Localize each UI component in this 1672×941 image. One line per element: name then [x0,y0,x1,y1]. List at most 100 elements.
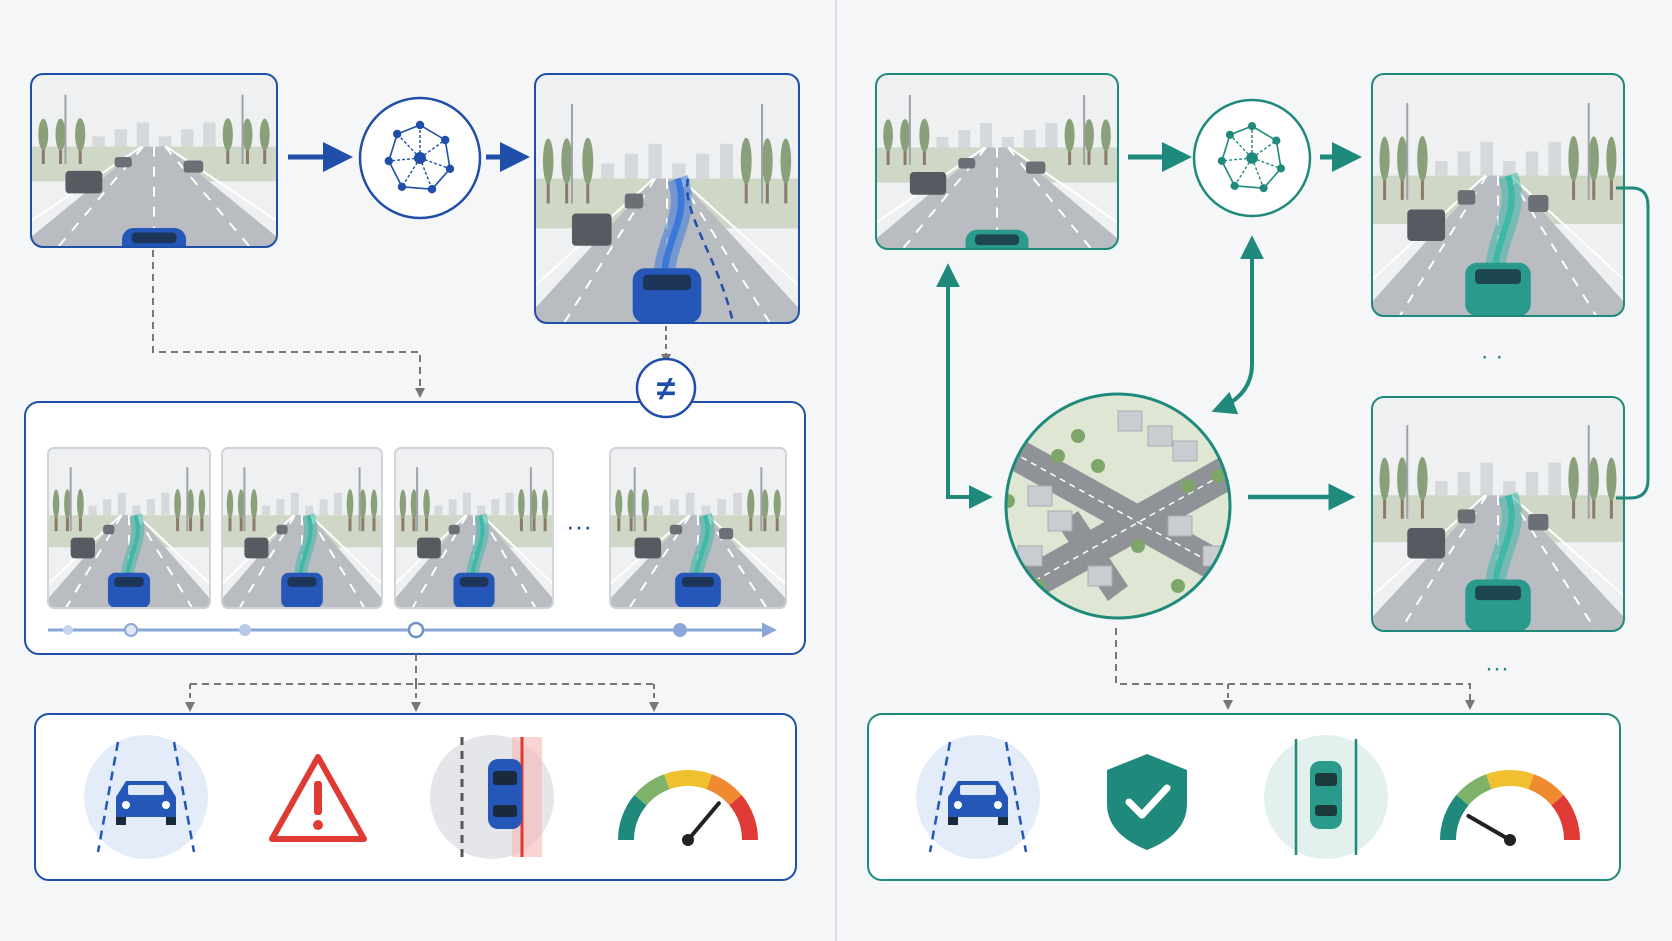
distant-building [462,492,471,516]
tree-crown [1084,119,1094,152]
sequence-frame [221,447,383,609]
tree-trunk [1420,170,1424,200]
metrics-left [84,735,758,859]
car-rear-glass [1315,805,1337,816]
other-car [448,524,460,535]
distant-building [276,499,285,516]
gauge-segment [706,774,742,806]
lane-marker [1004,741,1028,853]
other-car [1407,528,1446,559]
network-node [397,182,407,191]
lane-line [238,514,296,608]
tree-trunk [1592,490,1596,519]
tree-trunk [361,512,365,532]
distant-building [1503,161,1516,176]
gauge-needle [1466,814,1512,842]
other-car [624,193,644,209]
scene-content [876,74,1118,249]
tree-crown [250,488,258,520]
car-headlight [994,801,1002,809]
distant-building [181,129,194,147]
road-edge-line [1509,174,1624,281]
model-network-icon-right [1192,98,1312,218]
gauge-segment [1440,795,1469,841]
rollout-ellipsis-bottom: ··· [1485,655,1509,682]
gauge-segment [1486,770,1534,790]
distant-building [1045,123,1058,148]
car-headlight [954,801,962,809]
shield-check-icon [1107,754,1187,850]
dashed-connector-input-to-frames [152,250,425,398]
map-tree [1211,469,1225,483]
tree-trunk [263,143,267,164]
distant-building [1023,130,1036,148]
lane-line [308,514,366,608]
lane-departure-icon [430,735,554,859]
map-building [1047,510,1073,532]
distant-building [114,129,127,147]
tree-trunk [1383,490,1387,519]
predicted-scene-left [534,73,800,324]
lane-line [480,514,537,608]
car-roof-glass [1315,773,1337,786]
tree-crown [627,489,635,519]
lane-marker [928,741,952,853]
tree-trunk [1068,144,1072,165]
tree-trunk [200,512,204,532]
tree-crown [1379,457,1390,501]
frames-ellipsis: ··· [566,511,592,541]
tree-trunk [1087,144,1091,165]
road-edge-line [481,514,553,585]
ego-car-windshield [1475,585,1521,601]
scene-content [1372,74,1624,316]
road-edge-line [1509,494,1624,597]
distant-building [334,492,342,516]
tree-crown [1568,135,1579,182]
tree-trunk [78,143,82,164]
tree-crown [242,118,253,151]
tree-crown [226,489,234,519]
other-car [183,160,204,173]
scene-border [534,73,800,324]
mismatch-circle [635,357,697,419]
map-tree [1181,479,1195,493]
scene-border [47,447,211,609]
gauge-segment [729,795,758,841]
gauge-segment [1456,774,1492,806]
rollout-ellipsis-top: · · [1481,343,1504,370]
other-car [1407,209,1446,241]
network-edge [1263,167,1282,189]
road-edge-line [309,514,382,585]
car-windshield [960,785,996,795]
map-content [1006,394,1230,618]
tree-crown [1606,457,1617,501]
tree-trunk [519,512,523,532]
network-center-node [1246,152,1258,164]
tree-crown [1379,136,1390,181]
tree-trunk [532,512,536,532]
car-rear-glass [493,805,517,817]
tree-crown [561,138,573,185]
road-surface [876,147,1118,249]
tree-trunk [41,143,45,164]
network-edge [388,160,403,188]
ego-car-windshield [1475,269,1521,285]
tree-crown [1588,136,1599,182]
loop-arrow-model-map [1211,235,1264,415]
scene-border [875,73,1119,250]
network-edge [1221,160,1236,187]
network-edge [1221,134,1231,162]
distant-building [448,499,457,516]
tree-crown [222,118,233,151]
map-tree [1091,459,1105,473]
other-car [958,158,976,169]
other-car [1528,195,1549,212]
network-node [384,156,393,166]
tree-crown [900,119,910,152]
other-car [669,524,683,535]
scene-border [609,447,787,609]
tree-crown [55,118,66,151]
network-node [445,164,455,173]
road-edge-line [1008,146,1118,224]
